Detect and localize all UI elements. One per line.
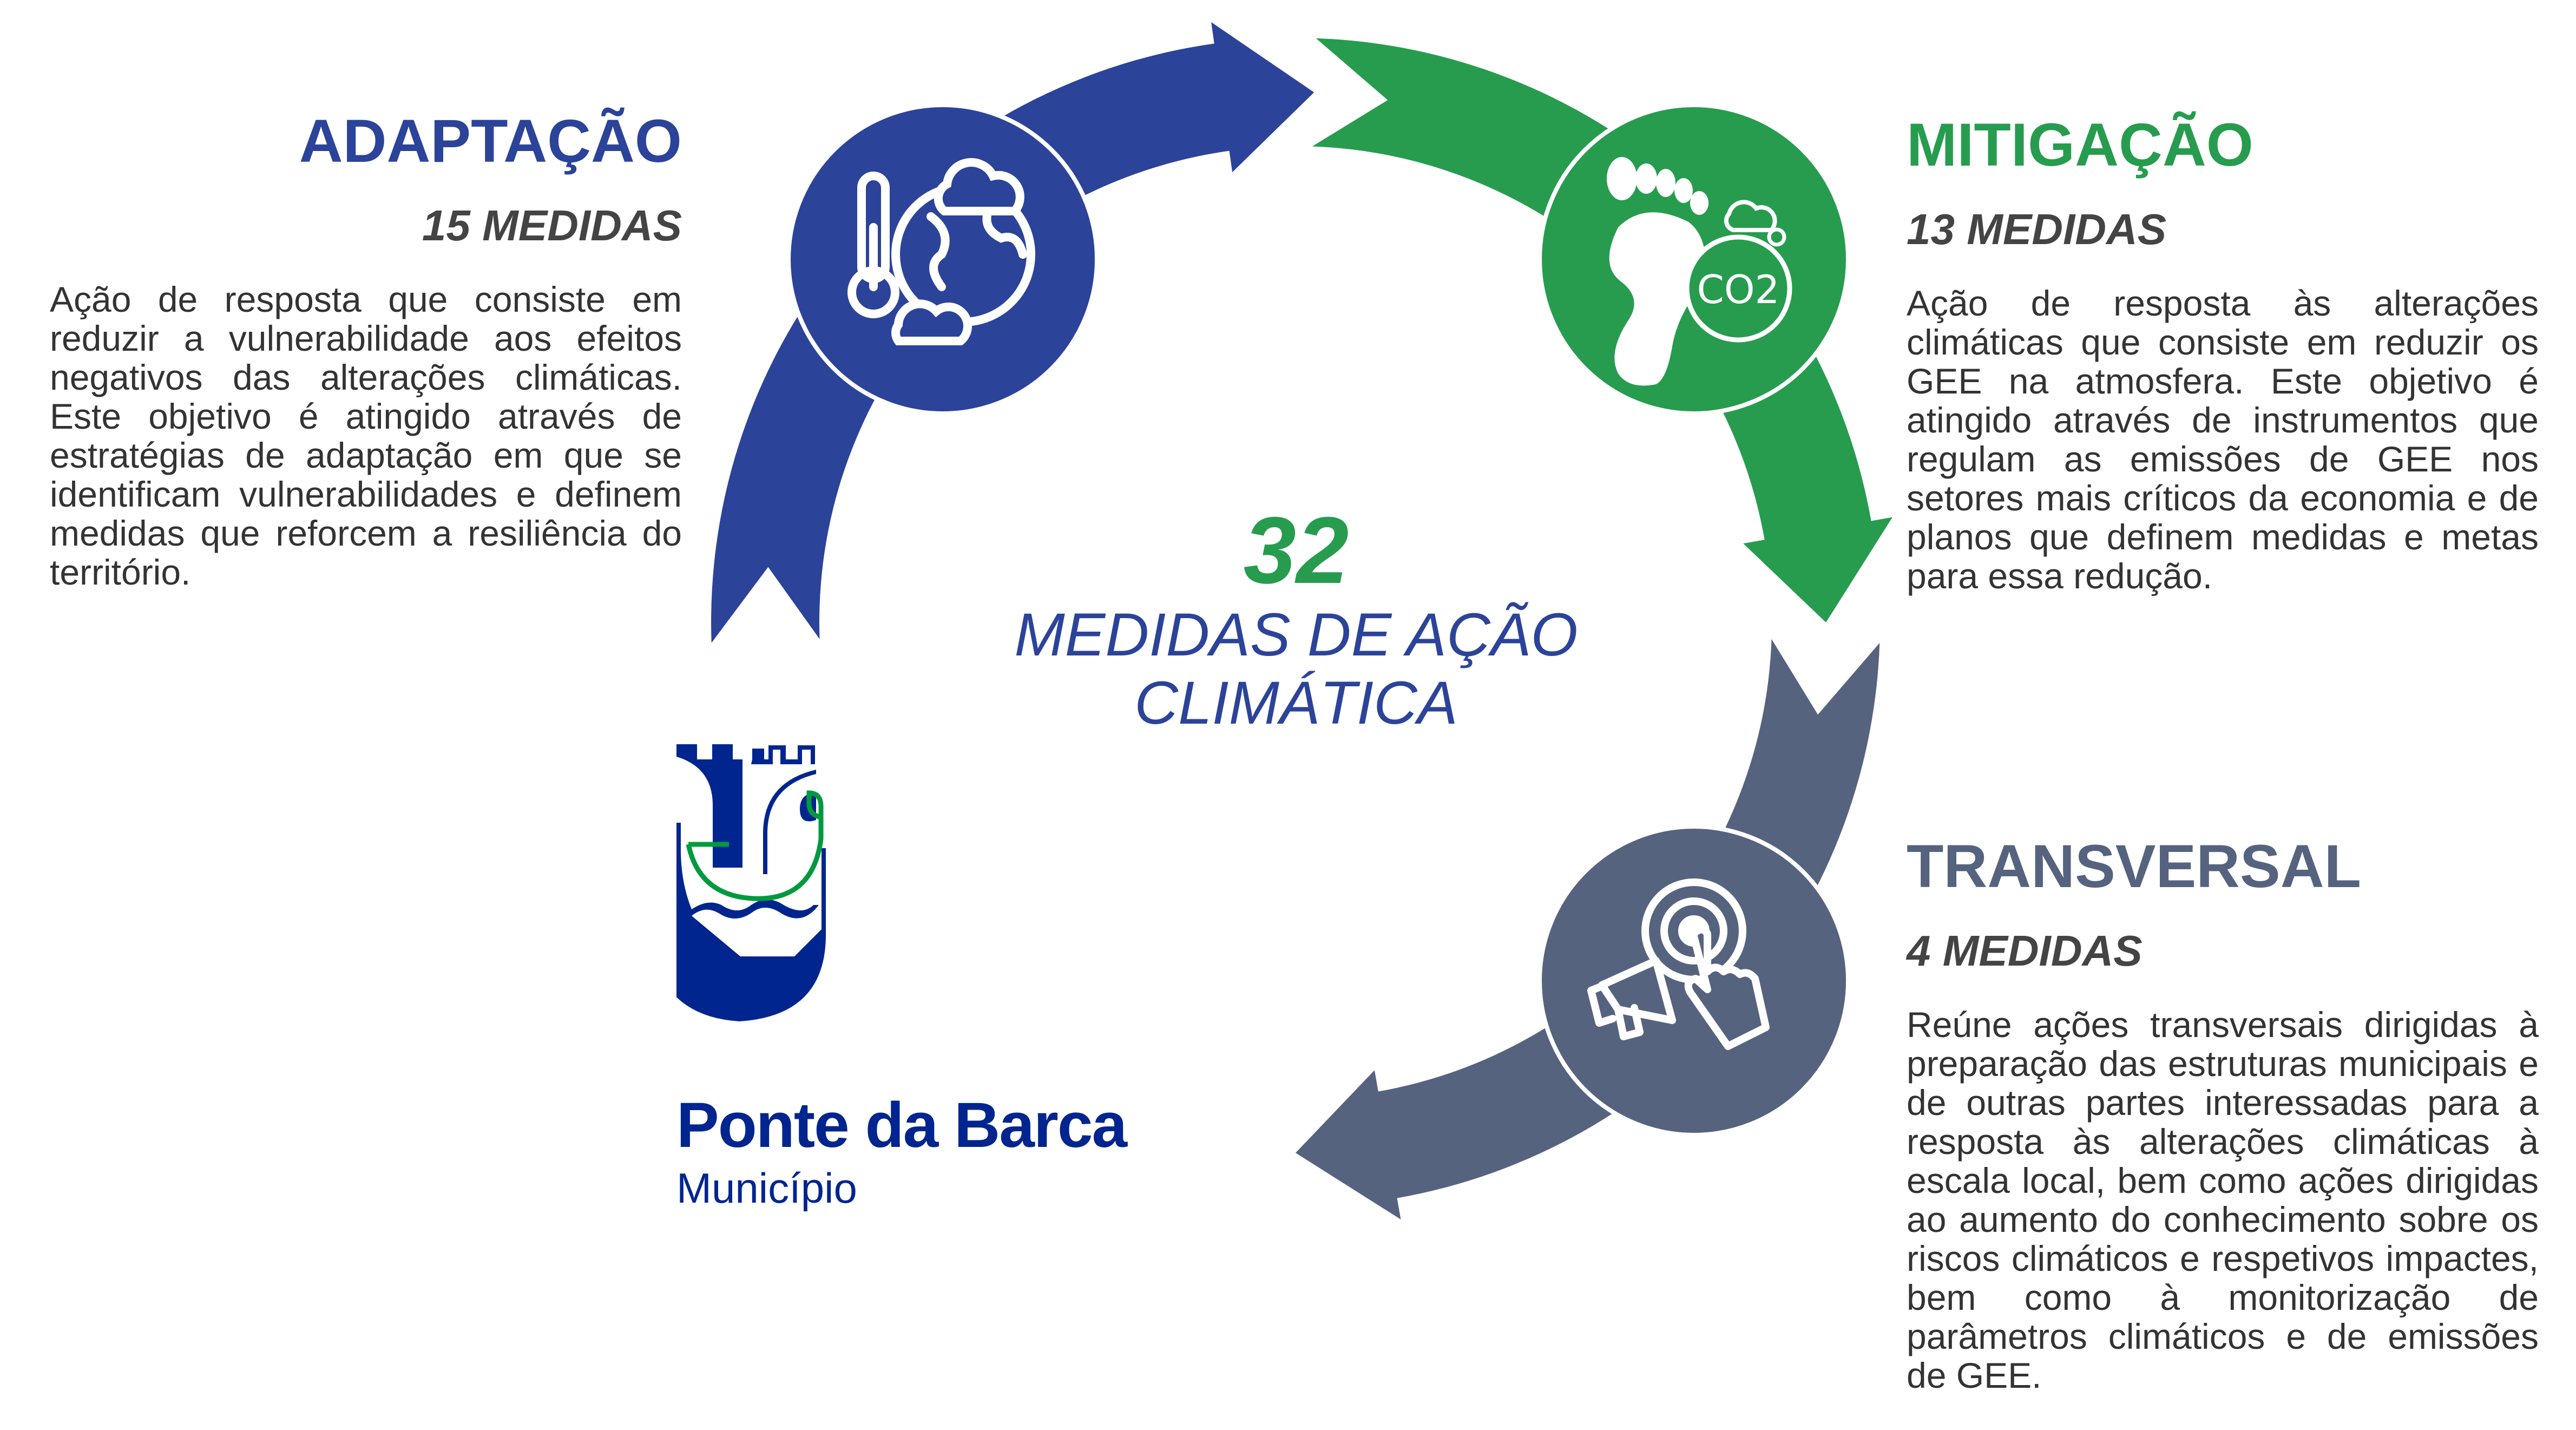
megaphone-click-icon [1587, 878, 1770, 1050]
mitigacao-count: 13 MEDIDAS [1907, 205, 2167, 253]
mitigacao-description: Ação de resposta às alterações climática… [1907, 283, 2539, 596]
mitigacao-section: MITIGAÇÃO 13 MEDIDAS Ação de resposta às… [1907, 111, 2539, 596]
logo-subtitle: Município [676, 1164, 857, 1212]
transversal-count: 4 MEDIDAS [1907, 927, 2143, 975]
logo-name: Ponte da Barca [676, 1090, 1127, 1161]
adaptacao-title: ADAPTAÇÃO [299, 107, 682, 175]
adaptacao-description: Ação de resposta que consiste em reduzir… [50, 279, 682, 592]
adaptacao-count: 15 MEDIDAS [422, 201, 682, 250]
transversal-title: TRANSVERSAL [1907, 832, 2362, 900]
co2-label: CO2 [1697, 267, 1780, 312]
mitigacao-title: MITIGAÇÃO [1907, 111, 2253, 179]
municipality-logo: Ponte da Barca Município [650, 744, 1164, 1212]
total-label-line2: CLIMÁTICA [1134, 669, 1458, 737]
adaptacao-circle [786, 103, 1099, 416]
co2-footprint-icon: CO2 [1607, 157, 1792, 386]
transversal-description: Reúne ações transversais dirigidas à pre… [1907, 1005, 2539, 1395]
total-measures: 32 [1243, 498, 1349, 604]
total-label-line1: MEDIDAS DE AÇÃO [1014, 601, 1578, 668]
castle-river-emblem-icon [650, 744, 826, 1021]
transversal-circle [1537, 824, 1850, 1137]
mitigacao-circle: CO2 [1537, 103, 1850, 416]
climate-thermometer-globe-icon [847, 158, 1035, 345]
transversal-section: TRANSVERSAL 4 MEDIDAS Reúne ações transv… [1907, 836, 2539, 1395]
adaptacao-section: ADAPTAÇÃO 15 MEDIDAS Ação de resposta qu… [50, 111, 682, 592]
center-summary: 32 MEDIDAS DE AÇÃO CLIMÁTICA [974, 503, 1618, 734]
